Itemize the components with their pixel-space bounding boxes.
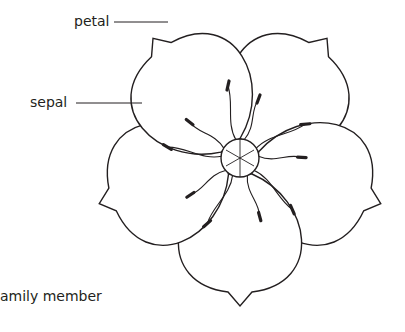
petals <box>80 2 400 306</box>
part-label: petal <box>74 13 109 29</box>
leader-line <box>76 103 142 104</box>
stamens <box>163 81 320 232</box>
part-label: sepal <box>30 94 67 110</box>
part-label: amily member <box>0 288 102 304</box>
leader-line <box>114 22 168 23</box>
